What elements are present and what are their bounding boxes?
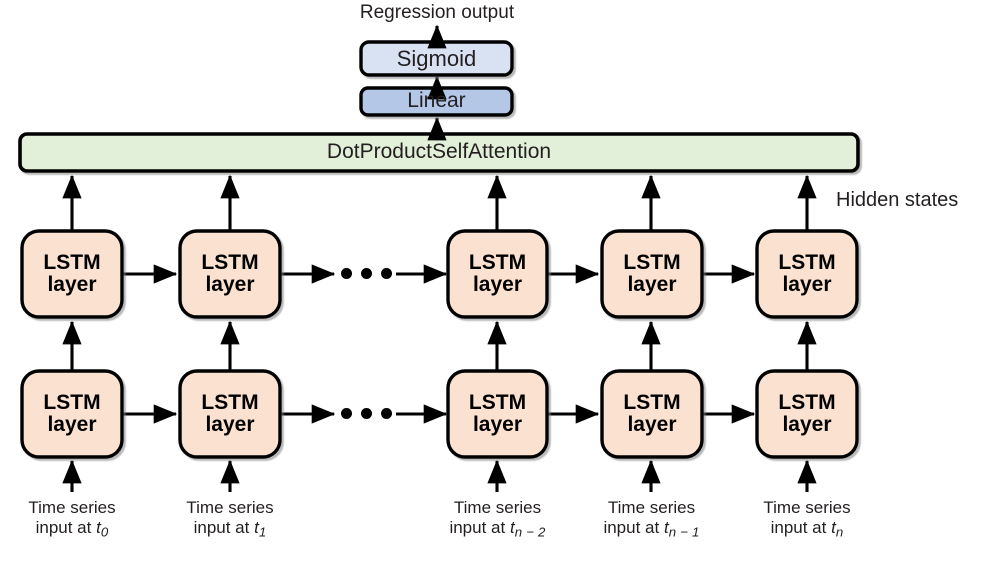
input-subscript: n − 1	[668, 524, 700, 540]
lstm-label-line2: layer	[205, 273, 255, 296]
lstm-label-line2: layer	[472, 413, 523, 436]
lstm-label-line2: layer	[205, 413, 255, 436]
lstm-box[interactable]	[178, 369, 282, 459]
input-caption: Time series input at t1	[160, 498, 300, 540]
lstm-label: LSTM layer	[22, 371, 122, 457]
lstm-box[interactable]	[755, 369, 859, 459]
input-subscript: 1	[258, 524, 267, 540]
lstm-label: LSTM layer	[180, 371, 280, 457]
input-var: t	[96, 518, 101, 538]
ellipsis-top	[341, 268, 392, 279]
lstm-box[interactable]	[755, 229, 859, 319]
input-var: t	[831, 518, 836, 538]
input-caption: Time series input at tn − 2	[420, 498, 575, 540]
sigmoid-label: Sigmoid	[396, 45, 477, 71]
lstm-label: LSTM layer	[602, 231, 702, 317]
hidden-states-label: Hidden states	[836, 189, 959, 211]
lstm-box[interactable]	[600, 229, 704, 319]
linear-label: Linear	[407, 89, 466, 113]
lstm-row-top	[20, 229, 859, 319]
lstm-label-line2: layer	[47, 273, 97, 296]
lstm-label-line1: LSTM	[778, 390, 836, 414]
lstm-label: LSTM layer	[448, 371, 547, 457]
input-caption: Time series input at tn − 1	[574, 498, 729, 540]
lstm-box[interactable]	[446, 229, 549, 319]
lstm-label-line2: layer	[627, 273, 677, 296]
lstm-label-line1: LSTM	[43, 390, 101, 414]
hidden-state-arrows	[62, 174, 817, 231]
lstm-label: LSTM layer	[757, 371, 857, 457]
input-subscript: n	[835, 524, 844, 540]
input-arrows	[62, 459, 817, 492]
lstm-label: LSTM layer	[448, 231, 547, 317]
input-caption: Time series input at t0	[2, 498, 142, 540]
attention-label: DotProductSelfAttention	[326, 140, 552, 164]
lstm-box[interactable]	[178, 229, 282, 319]
lstm-label-line1: LSTM	[201, 250, 259, 274]
lstm-label-line1: LSTM	[623, 390, 681, 414]
lstm-label-line1: LSTM	[778, 250, 836, 274]
lstm-label-line1: LSTM	[201, 390, 259, 414]
lstm-label-line1: LSTM	[468, 390, 527, 414]
lstm-label-line2: layer	[782, 413, 832, 436]
lstm-box[interactable]	[20, 369, 124, 459]
input-caption-line2: input at	[449, 518, 510, 538]
vertical-stack-arrows	[62, 320, 817, 371]
lstm-label-line1: LSTM	[43, 250, 101, 274]
lstm-label: LSTM layer	[22, 231, 122, 317]
lstm-box[interactable]	[20, 229, 124, 319]
ellipsis-bottom	[341, 408, 392, 419]
input-subscript: 0	[100, 524, 109, 540]
lstm-label-line1: LSTM	[468, 250, 527, 274]
lstm-label-line1: LSTM	[623, 250, 681, 274]
input-caption-line2: input at	[193, 518, 255, 538]
input-caption: Time series input at tn	[737, 498, 877, 540]
input-var: t	[254, 518, 259, 538]
lstm-box[interactable]	[446, 369, 549, 459]
input-caption-line1: Time series	[607, 498, 696, 517]
input-caption-line1: Time series	[186, 498, 274, 517]
lstm-label-line2: layer	[472, 273, 523, 296]
lstm-label: LSTM layer	[602, 371, 702, 457]
input-caption-line2: input at	[603, 518, 664, 538]
lstm-box[interactable]	[600, 369, 704, 459]
input-subscript: n − 2	[514, 524, 546, 540]
input-var: t	[509, 518, 515, 538]
lstm-label: LSTM layer	[180, 231, 280, 317]
input-caption-line2: input at	[35, 518, 97, 538]
regression-output-label: Regression output	[359, 2, 515, 23]
lstm-label-line2: layer	[627, 413, 677, 436]
input-caption-line1: Time series	[28, 498, 116, 517]
lstm-label: LSTM layer	[757, 231, 857, 317]
input-caption-line2: input at	[770, 518, 832, 538]
lstm-label-line2: layer	[782, 273, 832, 296]
input-var: t	[663, 518, 669, 538]
lstm-label-line2: layer	[47, 413, 97, 436]
input-caption-line1: Time series	[763, 498, 851, 517]
lstm-row-bottom	[20, 369, 859, 459]
input-caption-line1: Time series	[453, 498, 542, 517]
